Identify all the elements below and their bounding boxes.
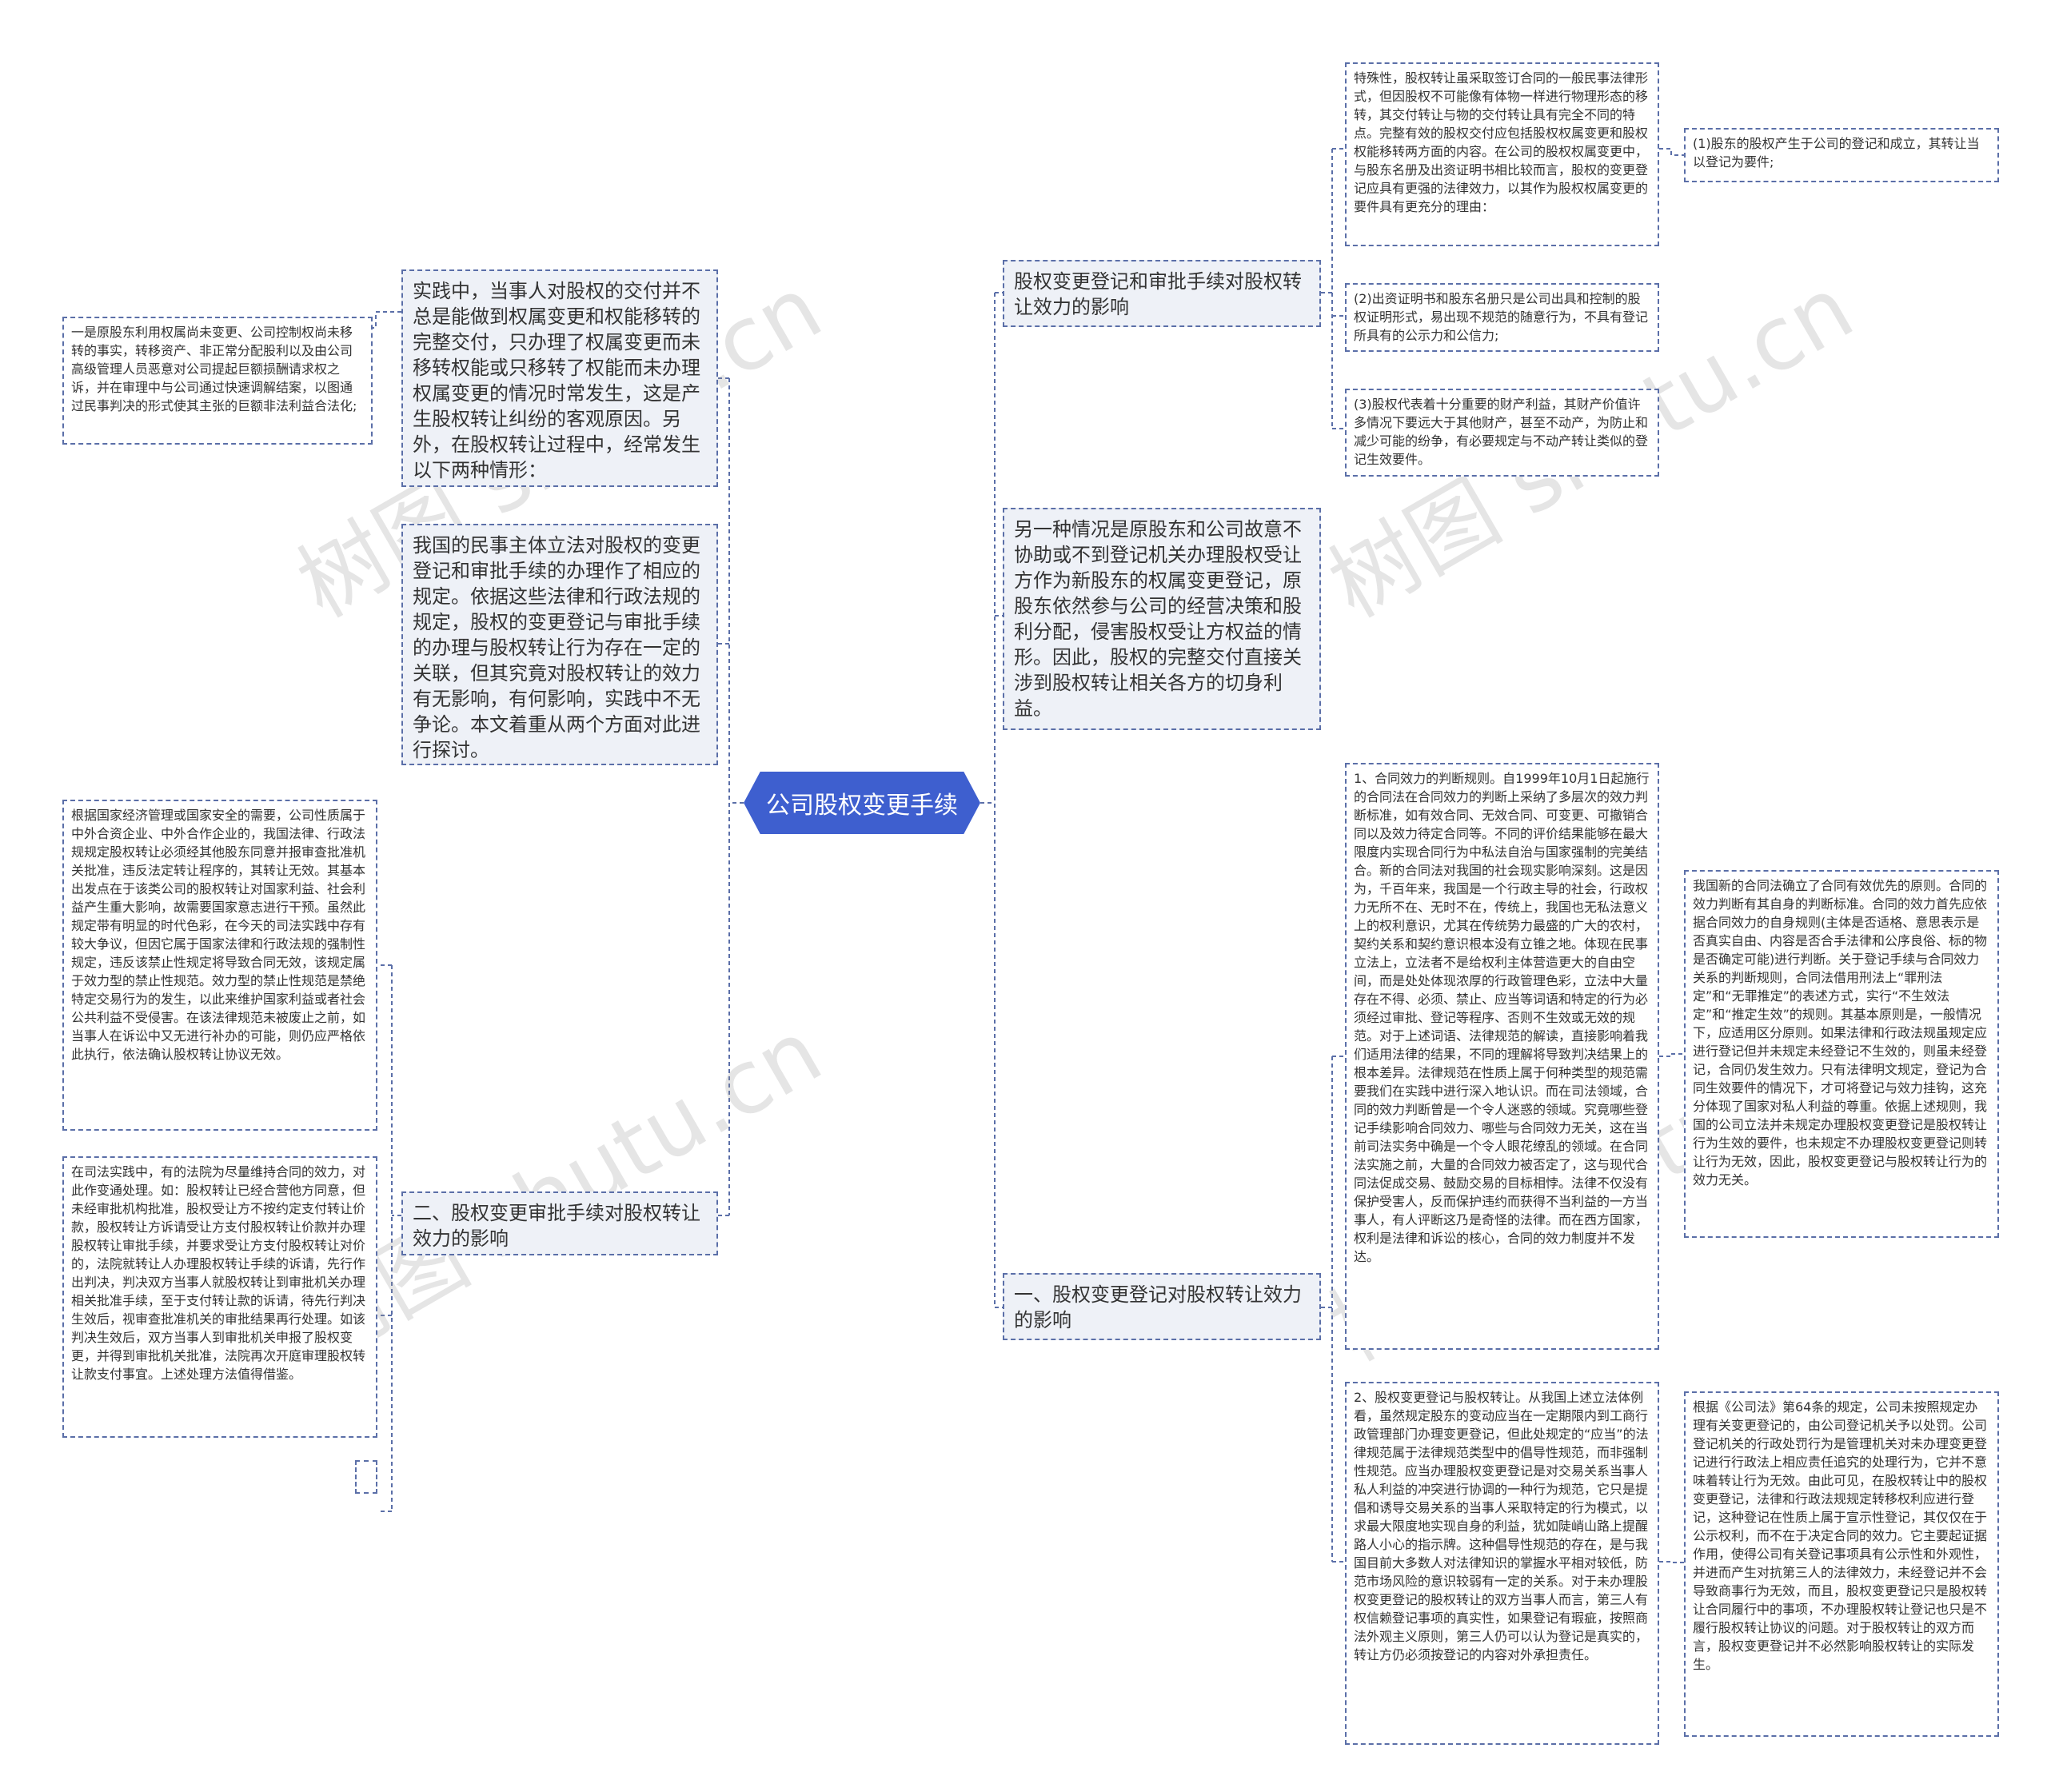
subtopic-approval-practice[interactable]: 在司法实践中，有的法院为尽量维持合同的效力，对此作变通处理。如：股权转让已经合营…: [62, 1156, 377, 1438]
detail-registration-establishment[interactable]: (1)股东的股权产生于公司的登记和成立，其转让当以登记为要件;: [1684, 128, 1999, 182]
topic-other-situation[interactable]: 另一种情况是原股东和公司故意不协助或不到登记机关办理股权受让方作为新股东的权属变…: [1003, 508, 1321, 730]
subtopic-registration-certificate[interactable]: (2)出资证明书和股东名册只是公司出具和控制的股权证明形式，易出现不规范的随意行…: [1345, 283, 1659, 352]
subtopic-registration-property[interactable]: (3)股权代表着十分重要的财产利益，其财产价值许多情况下要远大于其他财产，甚至不…: [1345, 389, 1659, 477]
root-topic[interactable]: 公司股权变更手续: [744, 772, 980, 834]
subtopic-registration-and-transfer[interactable]: 2、股权变更登记与股权转让。从我国上述立法体例看，虽然规定股东的变动应当在一定期…: [1345, 1382, 1659, 1745]
subtopic-practice-detail[interactable]: 一是原股东利用权属尚未变更、公司控制权尚未移转的事实，转移资产、非正常分配股利以…: [62, 317, 373, 445]
topic-part1[interactable]: 一、股权变更登记对股权转让效力的影响: [1003, 1273, 1321, 1340]
topic-practice[interactable]: 实践中，当事人对股权的交付并不总是能做到权属变更和权能移转的完整交付，只办理了权…: [401, 269, 718, 487]
subtopic-contract-validity-rule[interactable]: 1、合同效力的判断规则。自1999年10月1日起施行的合同法在合同效力的判断上采…: [1345, 763, 1659, 1350]
topic-registration[interactable]: 股权变更登记和审批手续对股权转让效力的影响: [1003, 260, 1321, 327]
detail-company-law-article64[interactable]: 根据《公司法》第64条的规定，公司未按照规定办理有关变更登记的，由公司登记机关予…: [1684, 1391, 1999, 1737]
subtopic-approval-prohibition[interactable]: 根据国家经济管理或国家安全的需要，公司性质属于中外合资企业、中外合作企业的，我国…: [62, 800, 377, 1131]
subtopic-registration-special[interactable]: 特殊性，股权转让虽采取签订合同的一般民事法律形式，但因股权不可能像有体物一样进行…: [1345, 62, 1659, 246]
root-topic-label: 公司股权变更手续: [766, 792, 958, 820]
topic-intro[interactable]: 我国的民事主体立法对股权的变更登记和审批手续的办理作了相应的规定。依据这些法律和…: [401, 524, 718, 765]
detail-contract-validity-priority[interactable]: 我国新的合同法确立了合同有效优先的原则。合同的效力判断有其自身的判断标准。合同的…: [1684, 870, 1999, 1238]
topic-approval[interactable]: 二、股权变更审批手续对股权转让效力的影响: [401, 1191, 718, 1255]
empty-node[interactable]: [355, 1460, 377, 1494]
